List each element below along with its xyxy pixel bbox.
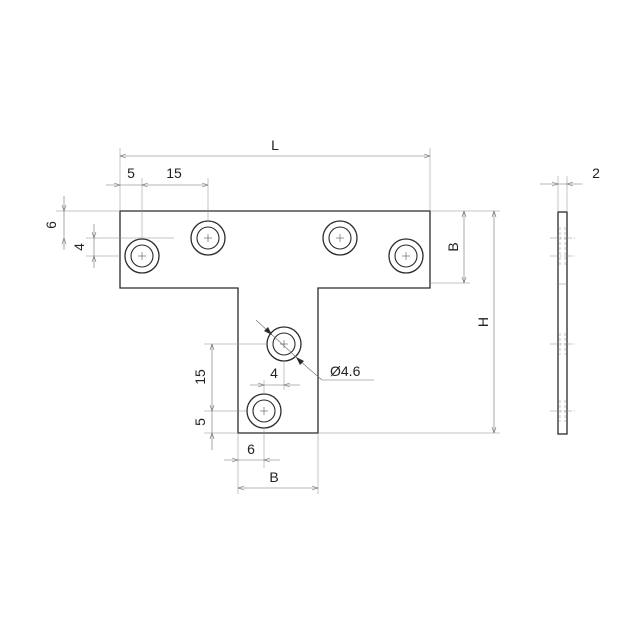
dimension-height (318, 210, 500, 434)
label-hole-offset-y: 4 (71, 243, 87, 251)
dimension-hole-diameter (255, 319, 374, 381)
dimension-stem-offset (250, 361, 300, 394)
label-width-top: B (445, 242, 461, 251)
label-width-bottom: B (269, 469, 278, 485)
label-hole-inner-offset: 4 (270, 365, 278, 381)
hole-stem-lower (246, 393, 282, 429)
dimension-left-vertical (56, 196, 174, 268)
side-view (550, 211, 575, 435)
label-vertical-pitch: 15 (192, 369, 208, 385)
dimension-length (119, 148, 431, 211)
label-bottom-edge: 5 (192, 418, 208, 426)
dimension-thickness (540, 176, 582, 212)
dimension-stem-vertical (204, 343, 267, 450)
label-hole-pitch-x: 15 (166, 165, 182, 181)
hole-top-1 (124, 238, 160, 274)
label-length: L (271, 137, 279, 153)
label-edge-offset-x: 5 (127, 165, 135, 181)
label-top-edge: 6 (43, 221, 59, 229)
label-thickness: 2 (592, 165, 600, 181)
dimension-hole-pitch-top (106, 178, 209, 240)
label-height: H (475, 317, 491, 327)
hole-stem-upper (266, 326, 302, 362)
label-bottom-offset-x: 6 (247, 441, 255, 457)
dimension-bottom (224, 428, 319, 494)
label-hole-diameter: Ø4.6 (330, 363, 361, 379)
hole-top-2 (190, 220, 226, 256)
dimension-width-top (430, 210, 500, 284)
hole-top-4 (388, 238, 424, 274)
hole-top-3 (322, 220, 358, 256)
